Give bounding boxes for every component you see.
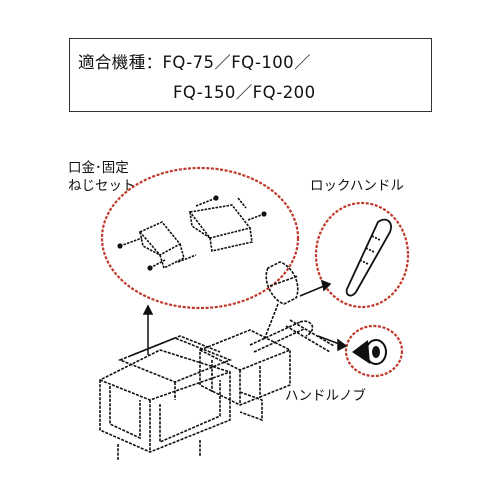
lock-handle-drawing <box>345 218 392 297</box>
bench-vise-drawing <box>99 261 335 460</box>
jaw-screw-parts-drawing <box>119 197 265 270</box>
lock-handle-label: ロックハンドル <box>310 178 404 194</box>
jaw-screw-set-circle <box>100 166 300 310</box>
compatible-models-line-1: 適合機種：FQ-75／FQ-100／ <box>78 53 311 72</box>
handle-knob-label: ハンドルノブ <box>285 388 366 404</box>
jaw-screw-set-label-line-2: ねじセット <box>68 178 136 194</box>
handle-knob-circle <box>344 324 404 378</box>
lock-handle-circle <box>314 201 410 309</box>
handle-knob-drawing <box>352 339 387 365</box>
compatible-models-box: 適合機種：FQ-75／FQ-100／ FQ-150／FQ-200 <box>69 38 432 112</box>
jaw-screw-set-label-line-1: 口金･固定 <box>68 160 129 176</box>
compatible-models-line-2: FQ-150／FQ-200 <box>173 83 316 102</box>
leader-arrows <box>142 279 348 355</box>
